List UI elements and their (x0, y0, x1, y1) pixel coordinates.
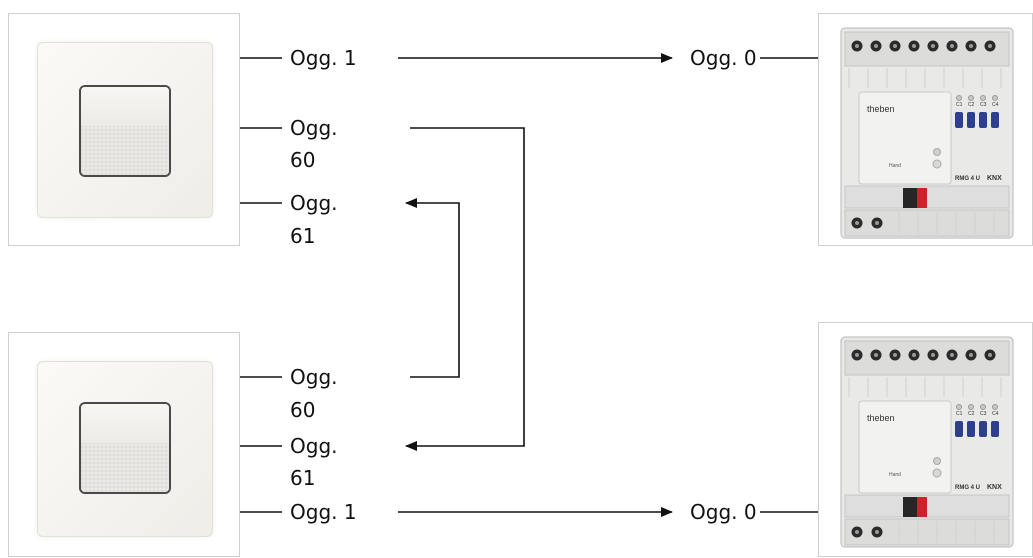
channel-label: C3 (980, 411, 987, 417)
actuator-brand-text: theben (867, 413, 895, 423)
channel-led (980, 404, 986, 410)
terminal-screw-head (855, 44, 859, 48)
terminal-screw-head (950, 353, 954, 357)
terminal-screw-head (912, 353, 916, 357)
channel-led (968, 95, 974, 101)
terminal-screw-head (855, 353, 859, 357)
terminal-screw-head (969, 44, 973, 48)
top-receiver-obj0-label: Ogg. 0 (690, 46, 757, 70)
channel-button (991, 421, 999, 437)
channel-label: C1 (956, 102, 963, 108)
presence-detector-bottom-frame (8, 332, 240, 557)
channel-led (956, 404, 962, 410)
terminal-screw-head (931, 44, 935, 48)
terminal-screw-head (874, 353, 878, 357)
terminal-screw-head (988, 353, 992, 357)
terminal-screw-head (875, 530, 879, 534)
manual-button (932, 468, 942, 478)
manual-mode-text: Hand (889, 163, 901, 169)
top-obj61-label-line1: Ogg. (290, 191, 338, 215)
presence-detector-bottom-sensor (79, 402, 171, 494)
actuator-front-panel (858, 91, 952, 185)
channel-led (956, 95, 962, 101)
channel-button (967, 112, 975, 128)
channel-button (991, 112, 999, 128)
channel-label: C2 (968, 102, 975, 108)
terminal-screw-head (855, 221, 859, 225)
actuator-model-text: RMG 4 U (955, 176, 980, 182)
terminal-screw-head (874, 44, 878, 48)
knx-logo-text: KNX (987, 484, 1002, 491)
terminal-screw-head (893, 44, 897, 48)
terminal-screw-head (912, 44, 916, 48)
bus-connector-black (903, 497, 917, 517)
actuator-model-text: RMG 4 U (955, 485, 980, 491)
bottom-receiver-obj0-label: Ogg. 0 (690, 500, 757, 524)
terminal-screw-head (855, 530, 859, 534)
bus-connector-red (917, 497, 927, 517)
channel-led (992, 95, 998, 101)
top-obj61-label-line2: 61 (290, 224, 316, 248)
indicator-led (933, 457, 941, 465)
channel-label: C3 (980, 102, 987, 108)
terminal-screw-head (893, 353, 897, 357)
top-obj60-to-bottom-obj61-arrow (405, 127, 525, 451)
presence-detector-top-frame (8, 13, 240, 246)
channel-label: C2 (968, 411, 975, 417)
manual-mode-text: Hand (889, 472, 901, 478)
presence-detector-top-sensor (79, 85, 171, 177)
terminal-screw-head (931, 353, 935, 357)
channel-led (968, 404, 974, 410)
bus-connector-red (917, 188, 927, 208)
presence-detector-top-plate (37, 42, 213, 218)
bottom-obj60-label-line2: 60 (290, 398, 316, 422)
channel-button (967, 421, 975, 437)
channel-button (979, 112, 987, 128)
actuator-front-panel (858, 400, 952, 494)
channel-label: C4 (992, 411, 999, 417)
top-sender-obj1-label: Ogg. 1 (290, 46, 357, 70)
channel-button (955, 421, 963, 437)
top-obj60-label-line1: Ogg. (290, 116, 338, 140)
terminal-screw-head (988, 44, 992, 48)
manual-button (932, 159, 942, 169)
channel-button (979, 421, 987, 437)
terminal-screw-head (969, 353, 973, 357)
bus-connector-black (903, 188, 917, 208)
channel-led (992, 404, 998, 410)
bottom-obj60-to-top-obj61-arrow (405, 198, 460, 378)
knx-logo-text: KNX (987, 175, 1002, 182)
bottom-obj60-label-line1: Ogg. (290, 365, 338, 389)
top-obj60-label-line2: 60 (290, 148, 316, 172)
indicator-led (933, 148, 941, 156)
actuator-brand-text: theben (867, 104, 895, 114)
bottom-sender-obj1-label: Ogg. 1 (290, 500, 357, 524)
channel-label: C4 (992, 102, 999, 108)
terminal-screw-head (950, 44, 954, 48)
presence-detector-bottom-plate (37, 361, 213, 537)
bottom-obj61-label-line2: 61 (290, 466, 316, 490)
channel-button (955, 112, 963, 128)
channel-led (980, 95, 986, 101)
channel-label: C1 (956, 411, 963, 417)
terminal-screw-head (875, 221, 879, 225)
bottom-obj61-label-line1: Ogg. (290, 434, 338, 458)
